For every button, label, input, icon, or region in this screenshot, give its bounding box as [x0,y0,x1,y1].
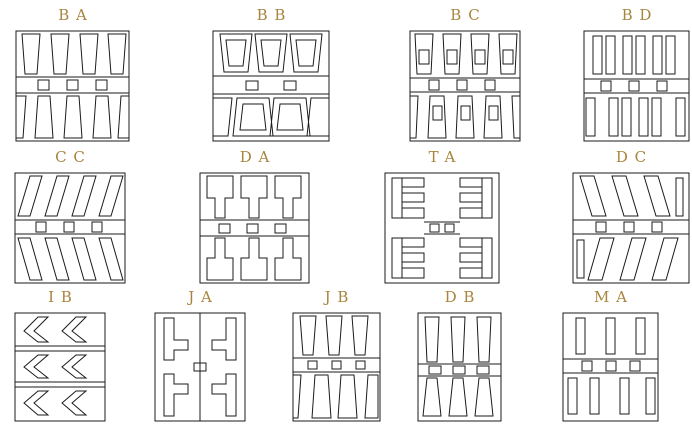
tread-pattern-ja-drawing [154,312,246,422]
pattern-label-bd: BD [621,6,659,24]
tread-pattern-jb-drawing [292,312,381,422]
pattern-label-ib: IB [48,288,79,306]
tread-pattern-db-drawing [417,312,502,422]
pattern-cell-bb: BB [212,4,330,142]
pattern-label-cc: CC [55,148,92,166]
pattern-label-bb: BB [256,6,293,24]
pattern-cell-cc: CC [14,146,126,284]
pattern-cell-ba: BA [15,4,130,142]
pattern-cell-db: DB [417,286,502,422]
tread-pattern-dc-drawing [572,172,690,284]
pattern-cell-jb: JB [292,286,381,422]
pattern-label-ja: JA [188,288,219,306]
pattern-label-db: DB [444,288,482,306]
pattern-label-bc: BC [450,6,487,24]
pattern-label-jb: JB [324,288,356,306]
pattern-cell-ta: TA [384,146,500,284]
pattern-label-ba: BA [58,6,94,24]
pattern-cell-da: DA [199,146,310,284]
pattern-cell-ib: IB [14,286,106,422]
tread-pattern-cc-drawing [14,172,126,284]
pattern-cell-ma: MA [562,286,659,422]
pattern-label-da: DA [239,148,277,166]
tread-pattern-bb-drawing [212,30,330,142]
pattern-cell-bc: BC [409,4,521,142]
pattern-label-ma: MA [594,288,634,306]
pattern-label-dc: DC [615,148,653,166]
tread-pattern-ib-drawing [14,312,106,422]
tread-pattern-ba-drawing [15,30,130,142]
tread-pattern-ta-drawing [384,172,500,284]
pattern-cell-bd: BD [583,4,690,142]
tread-pattern-da-drawing [199,172,310,284]
pattern-label-ta: TA [428,148,463,166]
pattern-cell-dc: DC [572,146,690,284]
tread-pattern-ma-drawing [562,312,659,422]
tread-pattern-bd-drawing [583,30,690,142]
pattern-cell-ja: JA [154,286,246,422]
tread-pattern-bc-drawing [409,30,521,142]
